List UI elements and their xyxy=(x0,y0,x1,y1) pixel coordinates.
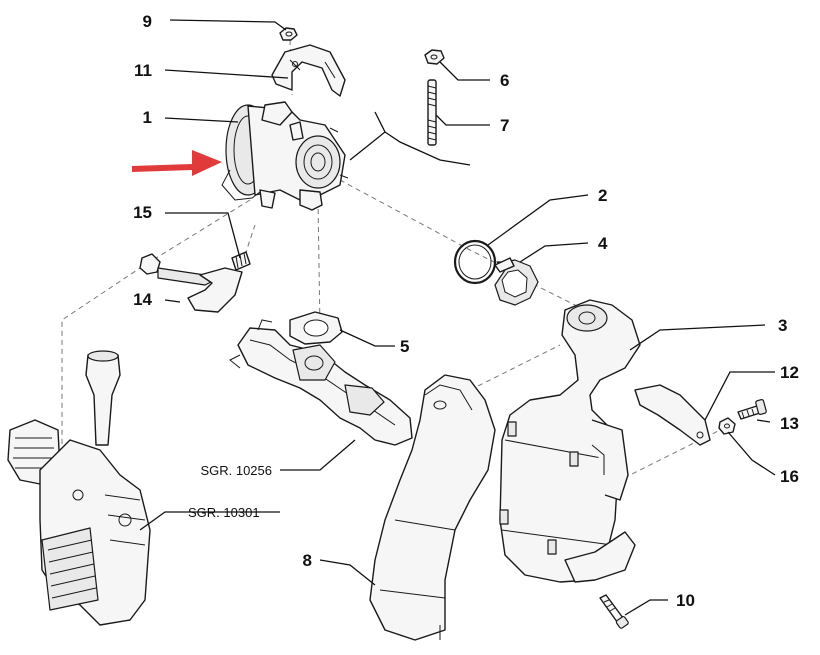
red-indicator-arrow xyxy=(132,150,222,176)
part-6-nut xyxy=(424,49,445,65)
part-4-clamp xyxy=(494,257,539,306)
callout-10: 10 xyxy=(676,591,695,610)
callout-11: 11 xyxy=(134,61,152,80)
oil-filter-housing xyxy=(7,350,151,626)
part-3-particulate-filter xyxy=(499,299,641,583)
callout-16: 16 xyxy=(780,467,799,486)
ref-sgr-10301: SGR. 10301 xyxy=(188,505,260,520)
part-16-nut xyxy=(718,417,736,435)
callout-6: 6 xyxy=(500,71,509,90)
ref-sgr-10256: SGR. 10256 xyxy=(200,463,272,478)
callout-8: 8 xyxy=(303,551,312,570)
callout-13: 13 xyxy=(780,414,799,433)
callout-5: 5 xyxy=(400,337,409,356)
part-12-bracket xyxy=(634,384,711,446)
part-9-nut xyxy=(279,27,298,41)
part-2-gasket-ring xyxy=(453,239,497,285)
callout-2: 2 xyxy=(598,186,607,205)
callout-15: 15 xyxy=(133,203,152,222)
part-14-oil-return-pipe xyxy=(139,253,243,313)
part-7-stud xyxy=(427,79,437,146)
part-10-bolt xyxy=(599,594,629,629)
callout-4: 4 xyxy=(598,234,608,253)
part-13-bolt xyxy=(737,399,767,420)
part-8-downpipe xyxy=(369,374,496,641)
callout-7: 7 xyxy=(500,116,509,135)
callout-1: 1 xyxy=(143,108,152,127)
part-1-turbocharger xyxy=(221,101,349,211)
part-11-heat-shield xyxy=(271,44,346,97)
part-15-banjo-bolt xyxy=(231,251,251,271)
callout-14: 14 xyxy=(133,290,152,309)
callout-12: 12 xyxy=(780,363,799,382)
outlet-bracket-lines xyxy=(349,111,471,166)
callout-labels: 9 11 1 15 14 6 7 2 4 5 3 12 13 16 8 10 S… xyxy=(133,12,799,610)
callout-9: 9 xyxy=(143,12,152,31)
part-5-flange-gasket xyxy=(289,311,343,345)
leader-lines xyxy=(139,19,776,616)
exhaust-manifold xyxy=(229,319,413,446)
callout-3: 3 xyxy=(778,316,787,335)
